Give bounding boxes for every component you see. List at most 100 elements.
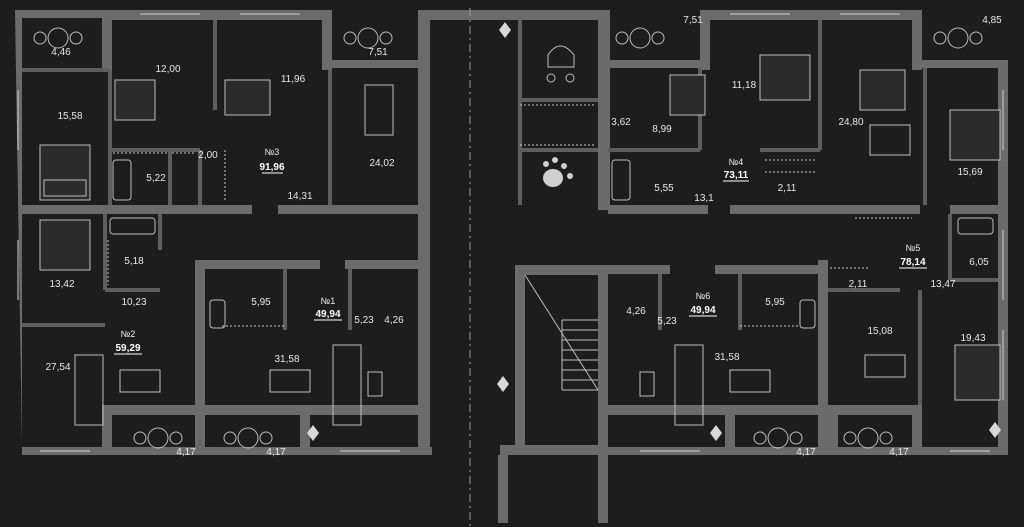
wall-segment bbox=[700, 10, 710, 70]
room-area: 5,95 bbox=[765, 297, 785, 308]
wall-segment bbox=[828, 405, 838, 455]
wall-segment bbox=[102, 405, 112, 455]
wall-segment bbox=[322, 10, 332, 70]
wall-segment bbox=[608, 405, 828, 415]
room-area: 31,58 bbox=[274, 354, 299, 365]
room-labels: 4,46 12,00 11,96 7,51 15,58 5,22 2,00 24… bbox=[45, 15, 1002, 458]
furniture bbox=[33, 22, 1001, 449]
apartment-5: №5 78,14 bbox=[899, 243, 927, 269]
apartment-total-area: 78,14 bbox=[900, 257, 925, 268]
wall-segment bbox=[818, 260, 828, 455]
wall-segment bbox=[500, 445, 608, 455]
room-area: 4,17 bbox=[266, 447, 286, 458]
apartment-total-area: 73,11 bbox=[724, 170, 749, 181]
apartment-2: №2 59,29 bbox=[114, 329, 142, 355]
apartment-labels: №3 91,96 №2 59,29 №1 49,94 №4 73,11 №6 4… bbox=[114, 147, 927, 355]
stroller-icon bbox=[546, 45, 575, 83]
balcony-furniture-icon bbox=[33, 27, 983, 449]
room-area: 8,99 bbox=[652, 124, 672, 135]
wall-segment bbox=[912, 10, 922, 70]
room-area: 2,00 bbox=[198, 150, 218, 161]
wall-segment bbox=[608, 60, 708, 68]
apartment-4: №4 73,11 bbox=[723, 157, 749, 182]
apartment-total-area: 49,94 bbox=[315, 309, 340, 320]
windows bbox=[17, 13, 1004, 452]
room-area: 24,80 bbox=[838, 117, 863, 128]
wall-segment bbox=[110, 10, 330, 20]
wall-segment bbox=[700, 10, 920, 20]
room-area: 15,69 bbox=[957, 167, 982, 178]
wall-segment bbox=[598, 455, 608, 523]
wall-segment bbox=[725, 405, 735, 455]
wall-segment bbox=[950, 205, 1005, 214]
apartment-number: №1 bbox=[321, 296, 336, 306]
room-area: 7,51 bbox=[368, 47, 388, 58]
room-area: 4,46 bbox=[51, 47, 71, 58]
room-area: 15,08 bbox=[867, 326, 892, 337]
partitions bbox=[22, 20, 998, 405]
wall-segment bbox=[580, 265, 670, 274]
apartment-number: №2 bbox=[121, 329, 136, 339]
wall-segment bbox=[912, 405, 922, 455]
wall-segment bbox=[300, 405, 310, 455]
room-area: 13,47 bbox=[930, 279, 955, 290]
sofa-icon bbox=[74, 344, 704, 426]
room-area: 11,96 bbox=[281, 74, 306, 85]
wall-segment bbox=[608, 205, 708, 214]
room-area: 2,11 bbox=[778, 183, 797, 194]
wall-segment bbox=[330, 60, 422, 68]
wall-segment bbox=[498, 455, 508, 523]
apartment-number: №4 bbox=[729, 157, 744, 167]
wall-segment bbox=[102, 447, 432, 455]
wall-segment bbox=[195, 260, 205, 450]
apartment-number: №6 bbox=[696, 291, 711, 301]
room-area: 12,00 bbox=[155, 64, 180, 75]
apartment-number: №5 bbox=[906, 243, 921, 253]
room-area: 5,23 bbox=[657, 316, 677, 327]
room-area: 19,43 bbox=[960, 333, 985, 344]
apartment-total-area: 59,29 bbox=[115, 343, 140, 354]
room-area: 10,23 bbox=[121, 297, 146, 308]
room-area: 15,58 bbox=[57, 111, 82, 122]
wall-segment bbox=[912, 60, 1007, 68]
apartment-3: №3 91,96 bbox=[259, 147, 285, 174]
room-area: 5,95 bbox=[251, 297, 271, 308]
room-area: 13,1 bbox=[694, 193, 714, 204]
room-area: 5,18 bbox=[124, 256, 144, 267]
wall-segment bbox=[598, 265, 608, 455]
bed-icon bbox=[39, 54, 1001, 401]
room-area: 5,23 bbox=[354, 315, 374, 326]
wall-core-left bbox=[418, 10, 430, 450]
room-area: 4,26 bbox=[384, 315, 404, 326]
wall-core-top bbox=[418, 10, 608, 20]
room-area: 14,31 bbox=[287, 191, 312, 202]
apartment-6: №6 49,94 bbox=[689, 291, 717, 317]
room-area: 27,54 bbox=[45, 362, 70, 373]
room-area: 5,55 bbox=[654, 183, 674, 194]
wall-segment bbox=[715, 265, 825, 274]
wall-segment bbox=[278, 205, 418, 214]
plant-icon bbox=[307, 22, 1001, 441]
wall-segment bbox=[828, 405, 920, 415]
paw-icon bbox=[543, 157, 573, 187]
apartment-total-area: 91,96 bbox=[259, 162, 284, 173]
room-area: 7,51 bbox=[683, 15, 703, 26]
wall-segment bbox=[22, 205, 252, 214]
bathtub-icon bbox=[109, 159, 994, 329]
room-area: 3,62 bbox=[611, 117, 631, 128]
apartment-1: №1 49,94 bbox=[314, 296, 342, 321]
room-area: 4,17 bbox=[889, 447, 909, 458]
room-area: 31,58 bbox=[714, 352, 739, 363]
wall-core-right bbox=[598, 10, 610, 210]
wall-segment bbox=[195, 260, 320, 269]
apartment-number: №3 bbox=[265, 147, 280, 157]
wall-segment bbox=[345, 260, 425, 269]
room-area: 24,02 bbox=[369, 158, 394, 169]
wall-segment bbox=[102, 405, 202, 415]
room-area: 2,11 bbox=[849, 279, 868, 290]
wardrobe-hatch bbox=[107, 104, 912, 327]
room-area: 4,26 bbox=[626, 306, 646, 317]
dining-table-icon bbox=[119, 84, 911, 393]
wall-segment bbox=[608, 447, 928, 455]
